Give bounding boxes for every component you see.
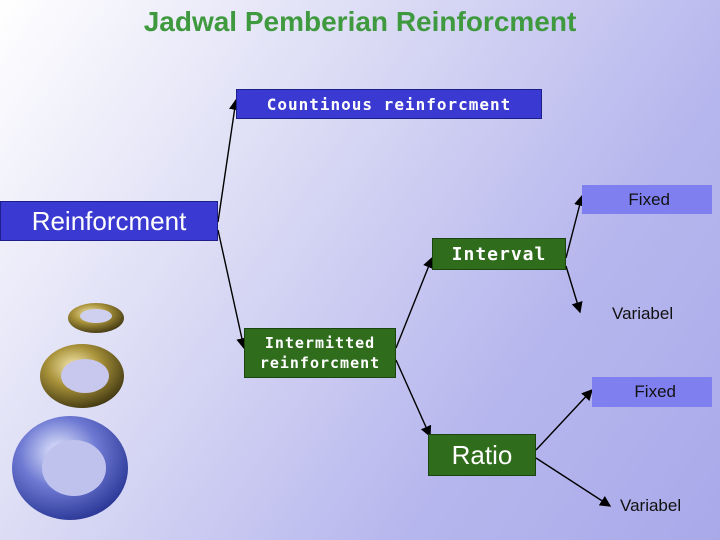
reinforcement-box: Reinforcment: [0, 201, 218, 241]
continuous-reinforcement-box: Countinous reinforcment: [236, 89, 542, 119]
arrow-to-intermitted: [217, 229, 248, 350]
large-ring-graphic: [12, 416, 128, 520]
ratio-fixed-label: Fixed: [634, 382, 676, 401]
interval-variabel-text: Variabel: [612, 304, 674, 323]
arrow-to-ratio: [395, 359, 432, 438]
reinforcement-label: Reinforcment: [31, 205, 187, 236]
interval-fixed-label: Fixed: [628, 189, 670, 209]
arrow-ratio-fixed: [535, 388, 593, 451]
interval-box: Interval: [432, 238, 566, 270]
arrow-to-continuous: [217, 98, 241, 223]
continuous-reinforcement-label: Countinous reinforcment: [266, 94, 512, 114]
arrow-ratio-variabel: [535, 457, 612, 507]
small-ring-graphic: [68, 303, 124, 333]
intermitted-reinforcement-box: Intermitted reinforcment: [244, 328, 396, 378]
arrow-to-interval: [395, 256, 434, 349]
intermitted-label-line1: Intermitted: [264, 334, 376, 352]
ratio-fixed-box: Fixed: [592, 377, 712, 407]
arrow-interval-fixed: [565, 194, 585, 259]
ratio-variabel-text: Variabel: [620, 496, 682, 515]
slide-title: Jadwal Pemberian Reinforcment: [143, 6, 577, 37]
arrow-interval-variabel: [565, 265, 583, 314]
ratio-label: Ratio: [451, 439, 513, 470]
decorative-rings: [12, 303, 128, 520]
interval-label: Interval: [451, 243, 547, 265]
interval-fixed-box: Fixed: [582, 185, 712, 214]
medium-ring-graphic: [40, 344, 124, 408]
intermitted-label-line2: reinforcment: [259, 354, 381, 372]
ratio-box: Ratio: [428, 434, 536, 476]
